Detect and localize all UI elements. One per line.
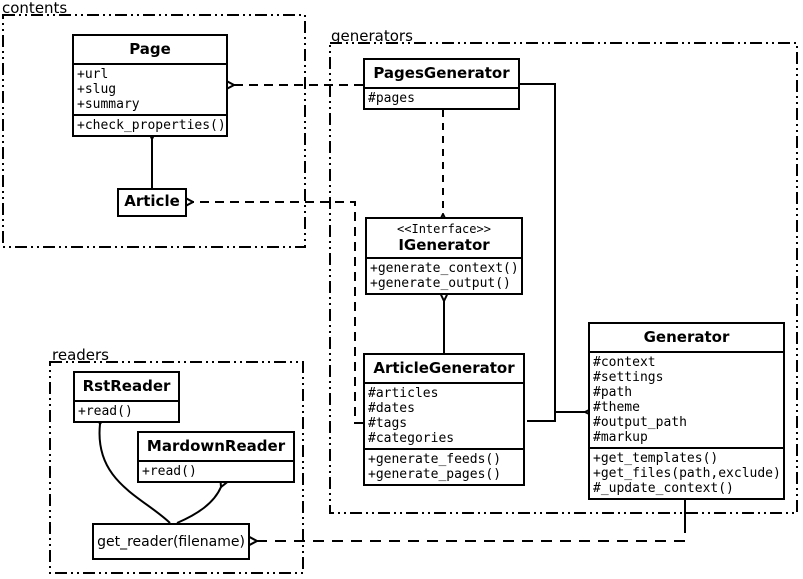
class-generator-methods: +get_templates() +get_files(path,exclude… bbox=[590, 447, 783, 498]
method: +generate_feeds() bbox=[368, 452, 502, 467]
class-page-name: Page bbox=[129, 40, 171, 58]
edge-generator-generalization-trunk bbox=[520, 83, 556, 422]
attribute: +slug bbox=[77, 82, 117, 97]
class-article: Article bbox=[117, 188, 187, 217]
attribute: #pages bbox=[368, 91, 415, 106]
class-articlegenerator: ArticleGenerator #articles #dates #tags … bbox=[363, 353, 525, 486]
class-articlegenerator-methods: +generate_feeds() +generate_pages() bbox=[365, 448, 523, 484]
method: #_update_context() bbox=[593, 481, 734, 496]
method: +get_files(path,exclude) bbox=[593, 466, 781, 481]
class-rstreader-name: RstReader bbox=[82, 377, 171, 395]
class-articlegenerator-name: ArticleGenerator bbox=[373, 359, 515, 377]
method: +generate_pages() bbox=[368, 467, 502, 482]
edge-articlegenerator-to-article-dependency bbox=[193, 202, 363, 424]
class-igenerator-title: <<Interface>> IGenerator bbox=[367, 219, 521, 257]
class-pagesgenerator: PagesGenerator #pages bbox=[363, 58, 520, 110]
class-igenerator-stereotype: <<Interface>> bbox=[397, 222, 491, 236]
attribute: #path bbox=[593, 385, 633, 400]
attribute: #output_path bbox=[593, 415, 687, 430]
attribute: +url bbox=[77, 67, 109, 82]
class-article-name: Article bbox=[124, 192, 180, 210]
method: +read() bbox=[142, 464, 197, 479]
class-page-attributes: +url +slug +summary bbox=[74, 63, 226, 114]
edge-generator-to-getreader-dependency bbox=[257, 522, 686, 541]
method: +generate_context() bbox=[370, 261, 519, 276]
attribute: #theme bbox=[593, 400, 640, 415]
class-page-methods: +check_properties() bbox=[74, 114, 226, 135]
attribute: #articles bbox=[368, 386, 439, 401]
package-label-generators: generators bbox=[331, 27, 413, 45]
attribute: #dates bbox=[368, 401, 415, 416]
package-contents-border bbox=[2, 14, 306, 248]
class-generator: Generator #context #settings #path #them… bbox=[588, 322, 785, 500]
attribute: #markup bbox=[593, 430, 648, 445]
class-igenerator: <<Interface>> IGenerator +generate_conte… bbox=[365, 217, 523, 295]
class-igenerator-name: IGenerator bbox=[398, 236, 490, 254]
package-generators-border bbox=[329, 42, 798, 514]
class-generator-name: Generator bbox=[643, 328, 730, 346]
edge-getreader-to-mardownreader bbox=[176, 487, 221, 524]
package-readers-border bbox=[49, 361, 304, 574]
method: +generate_output() bbox=[370, 276, 511, 291]
node-get-reader: get_reader(filename) bbox=[92, 523, 250, 560]
node-get-reader-label: get_reader(filename) bbox=[97, 533, 245, 550]
class-page: Page +url +slug +summary +check_properti… bbox=[72, 34, 228, 137]
attribute: #categories bbox=[368, 431, 455, 446]
class-rstreader-methods: +read() bbox=[75, 400, 178, 421]
package-label-readers: readers bbox=[52, 346, 109, 364]
method: +read() bbox=[78, 404, 133, 419]
attribute: +summary bbox=[77, 97, 140, 112]
class-rstreader: RstReader +read() bbox=[73, 371, 180, 423]
class-generator-attributes: #context #settings #path #theme #output_… bbox=[590, 351, 783, 447]
edge-getreader-to-rstreader bbox=[99, 424, 171, 524]
class-articlegenerator-attributes: #articles #dates #tags #categories bbox=[365, 382, 523, 448]
package-label-contents: contents bbox=[2, 0, 68, 17]
class-pagesgenerator-name: PagesGenerator bbox=[373, 64, 510, 82]
attribute: #settings bbox=[593, 370, 664, 385]
class-mardownreader-methods: +read() bbox=[139, 460, 293, 481]
attribute: #tags bbox=[368, 416, 408, 431]
class-pagesgenerator-attributes: #pages bbox=[365, 87, 518, 108]
class-mardownreader-name: MardownReader bbox=[146, 437, 286, 455]
method: +check_properties() bbox=[77, 118, 226, 133]
class-mardownreader: MardownReader +read() bbox=[137, 431, 295, 483]
attribute: #context bbox=[593, 355, 656, 370]
method: +get_templates() bbox=[593, 451, 719, 466]
class-igenerator-methods: +generate_context() +generate_output() bbox=[367, 257, 521, 293]
